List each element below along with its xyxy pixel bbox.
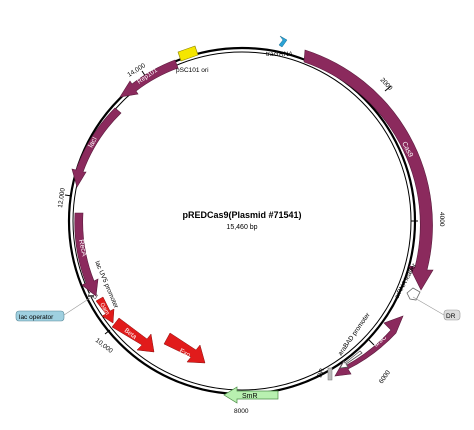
tick-12000: 12,000 (57, 187, 73, 208)
backbone-ring (67, 46, 417, 396)
svg-text:4000: 4000 (438, 212, 445, 227)
svg-text:10,000: 10,000 (94, 337, 114, 355)
svg-text:DR: DR (316, 367, 326, 379)
svg-text:8000: 8000 (234, 408, 249, 415)
feature-smr[interactable]: SmR (223, 386, 279, 404)
feature-cas9[interactable]: Cas9 (303, 49, 434, 291)
svg-text:6000: 6000 (378, 369, 392, 385)
feature-rep101[interactable]: Rep101 (119, 59, 179, 98)
feature-reca[interactable]: RecA (74, 212, 99, 297)
svg-text:pSC101 ori: pSC101 ori (176, 67, 209, 74)
feature-exo[interactable]: Exo (163, 332, 206, 364)
backbone-ring-inner (72, 51, 412, 391)
feature-dr-right[interactable]: DR (412, 296, 461, 321)
plasmid-size: 15,460 bp (226, 224, 257, 231)
svg-text:SmR: SmR (242, 393, 258, 400)
svg-text:RecA: RecA (77, 239, 87, 258)
svg-text:Gam: Gam (98, 302, 110, 316)
svg-text:tracrRNA: tracrRNA (266, 51, 293, 58)
feature-gam[interactable]: Gam (95, 296, 115, 324)
feature-psc101-ori[interactable]: pSC101 ori (176, 45, 209, 74)
svg-text:12,000: 12,000 (57, 187, 67, 208)
svg-text:araBAD promoter: araBAD promoter (337, 311, 372, 357)
svg-text:DR: DR (446, 313, 456, 320)
feature-crrna-leader[interactable]: crRNA leader (394, 262, 421, 301)
feature-lac-operator[interactable]: lac operator (15, 295, 94, 322)
feature-beta[interactable]: Beta (111, 317, 155, 353)
feature-laci[interactable]: lacI (71, 107, 122, 188)
feature-tracrrna[interactable]: tracrRNA (266, 35, 293, 58)
tick-4000: 4000 (411, 212, 445, 227)
svg-text:Exo: Exo (178, 348, 192, 360)
svg-text:lac operator: lac operator (19, 314, 54, 321)
plasmid-title: pREDCas9(Plasmid #71541) (182, 210, 301, 220)
tick-2000: 2000 (379, 77, 394, 93)
feature-dr-inner[interactable]: DR (316, 367, 333, 381)
svg-text:lacI: lacI (88, 136, 99, 149)
